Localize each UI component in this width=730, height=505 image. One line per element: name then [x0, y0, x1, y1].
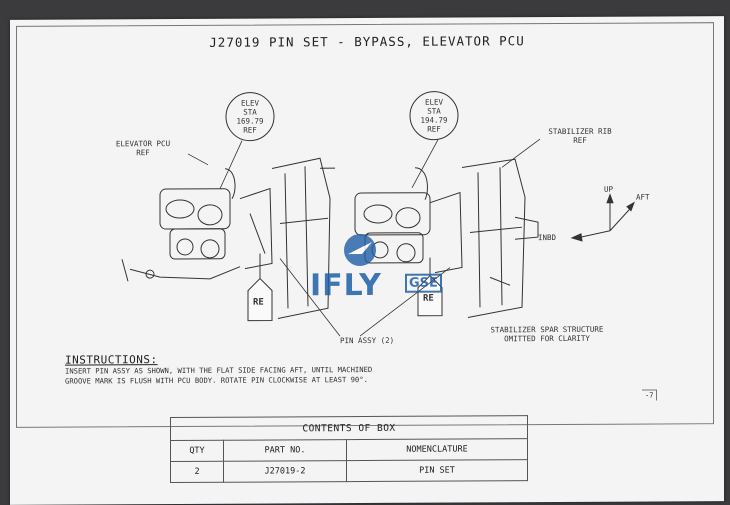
technical-drawing	[121, 91, 635, 337]
elevator-pcu-line2: REF	[136, 148, 150, 158]
stabilizer-spar-line2: OMITTED FOR CLARITY	[504, 333, 590, 344]
spar-right	[461, 158, 539, 318]
stabilizer-spar-line1: STABILIZER SPAR STRUCTURE	[490, 324, 604, 335]
re-tag-right	[417, 257, 443, 317]
re-tag-left-label: RE	[253, 297, 264, 308]
placard-sheet: J27019 PIN SET - BYPASS, ELEVATOR PCU	[10, 16, 724, 505]
elev-sta-right-label: ELEV STA 194.79 REF	[414, 98, 454, 134]
stabilizer-rib-label: STABILIZER RIB REF	[530, 127, 630, 146]
elev-sta-left-label: ELEV STA 169.79 REF	[230, 99, 270, 135]
table-row: 2 J27019-2 PIN SET	[170, 459, 528, 483]
instructions-heading: INSTRUCTIONS:	[65, 353, 158, 367]
contents-table: CONTENTS OF BOX QTY PART NO. NOMENCLATUR…	[170, 415, 528, 483]
elevator-pcu-label: ELEVATOR PCU REF	[98, 139, 188, 157]
watermark-badge: GSE	[405, 273, 442, 293]
up-label: UP	[604, 184, 614, 194]
re-tag-left	[247, 253, 273, 322]
pin-assy-label: PIN ASSY (2)	[340, 335, 395, 346]
inbd-label: INBD	[538, 233, 557, 243]
ifly-logo-icon	[344, 234, 376, 267]
instructions-line2: GROOVE MARK IS FLUSH WITH PCU BODY. ROTA…	[65, 374, 368, 386]
elev-right-line1: ELEV	[424, 97, 444, 107]
header-part-no: PART NO.	[223, 439, 347, 462]
pcu-right	[354, 167, 463, 274]
page-code: -7	[642, 389, 658, 401]
elev-sta-left-circle	[225, 92, 275, 142]
cell-nomenclature: PIN SET	[346, 459, 528, 482]
elev-sta-right-circle	[409, 91, 459, 141]
stabilizer-spar-label: STABILIZER SPAR STRUCTURE OMITTED FOR CL…	[472, 325, 622, 344]
re-tag-right-label: RE	[423, 293, 434, 304]
pcu-left	[121, 168, 273, 282]
stabilizer-rib-line2: REF	[573, 135, 587, 145]
elev-left-line3: 169.79	[236, 116, 264, 126]
elev-right-line4: REF	[427, 124, 441, 134]
elev-right-line2: STA	[427, 106, 441, 116]
elev-left-line1: ELEV	[240, 98, 260, 108]
direction-arrows	[570, 193, 635, 242]
elev-left-line4: REF	[243, 125, 257, 135]
header-nomenclature: NOMENCLATURE	[346, 438, 528, 461]
elev-right-line3: 194.79	[420, 115, 448, 125]
cell-part-no: J27019-2	[223, 460, 347, 483]
aft-label: AFT	[636, 192, 650, 202]
elev-left-line2: STA	[243, 107, 257, 117]
elevator-pcu-line1: ELEVATOR PCU	[115, 139, 171, 149]
watermark-word: IFLY	[310, 267, 382, 304]
cell-qty: 2	[170, 461, 224, 483]
contents-heading: CONTENTS OF BOX	[170, 415, 528, 441]
header-qty: QTY	[170, 440, 224, 462]
instructions-text: INSERT PIN ASSY AS SHOWN, WITH THE FLAT …	[65, 365, 455, 387]
spar-left	[271, 157, 335, 319]
